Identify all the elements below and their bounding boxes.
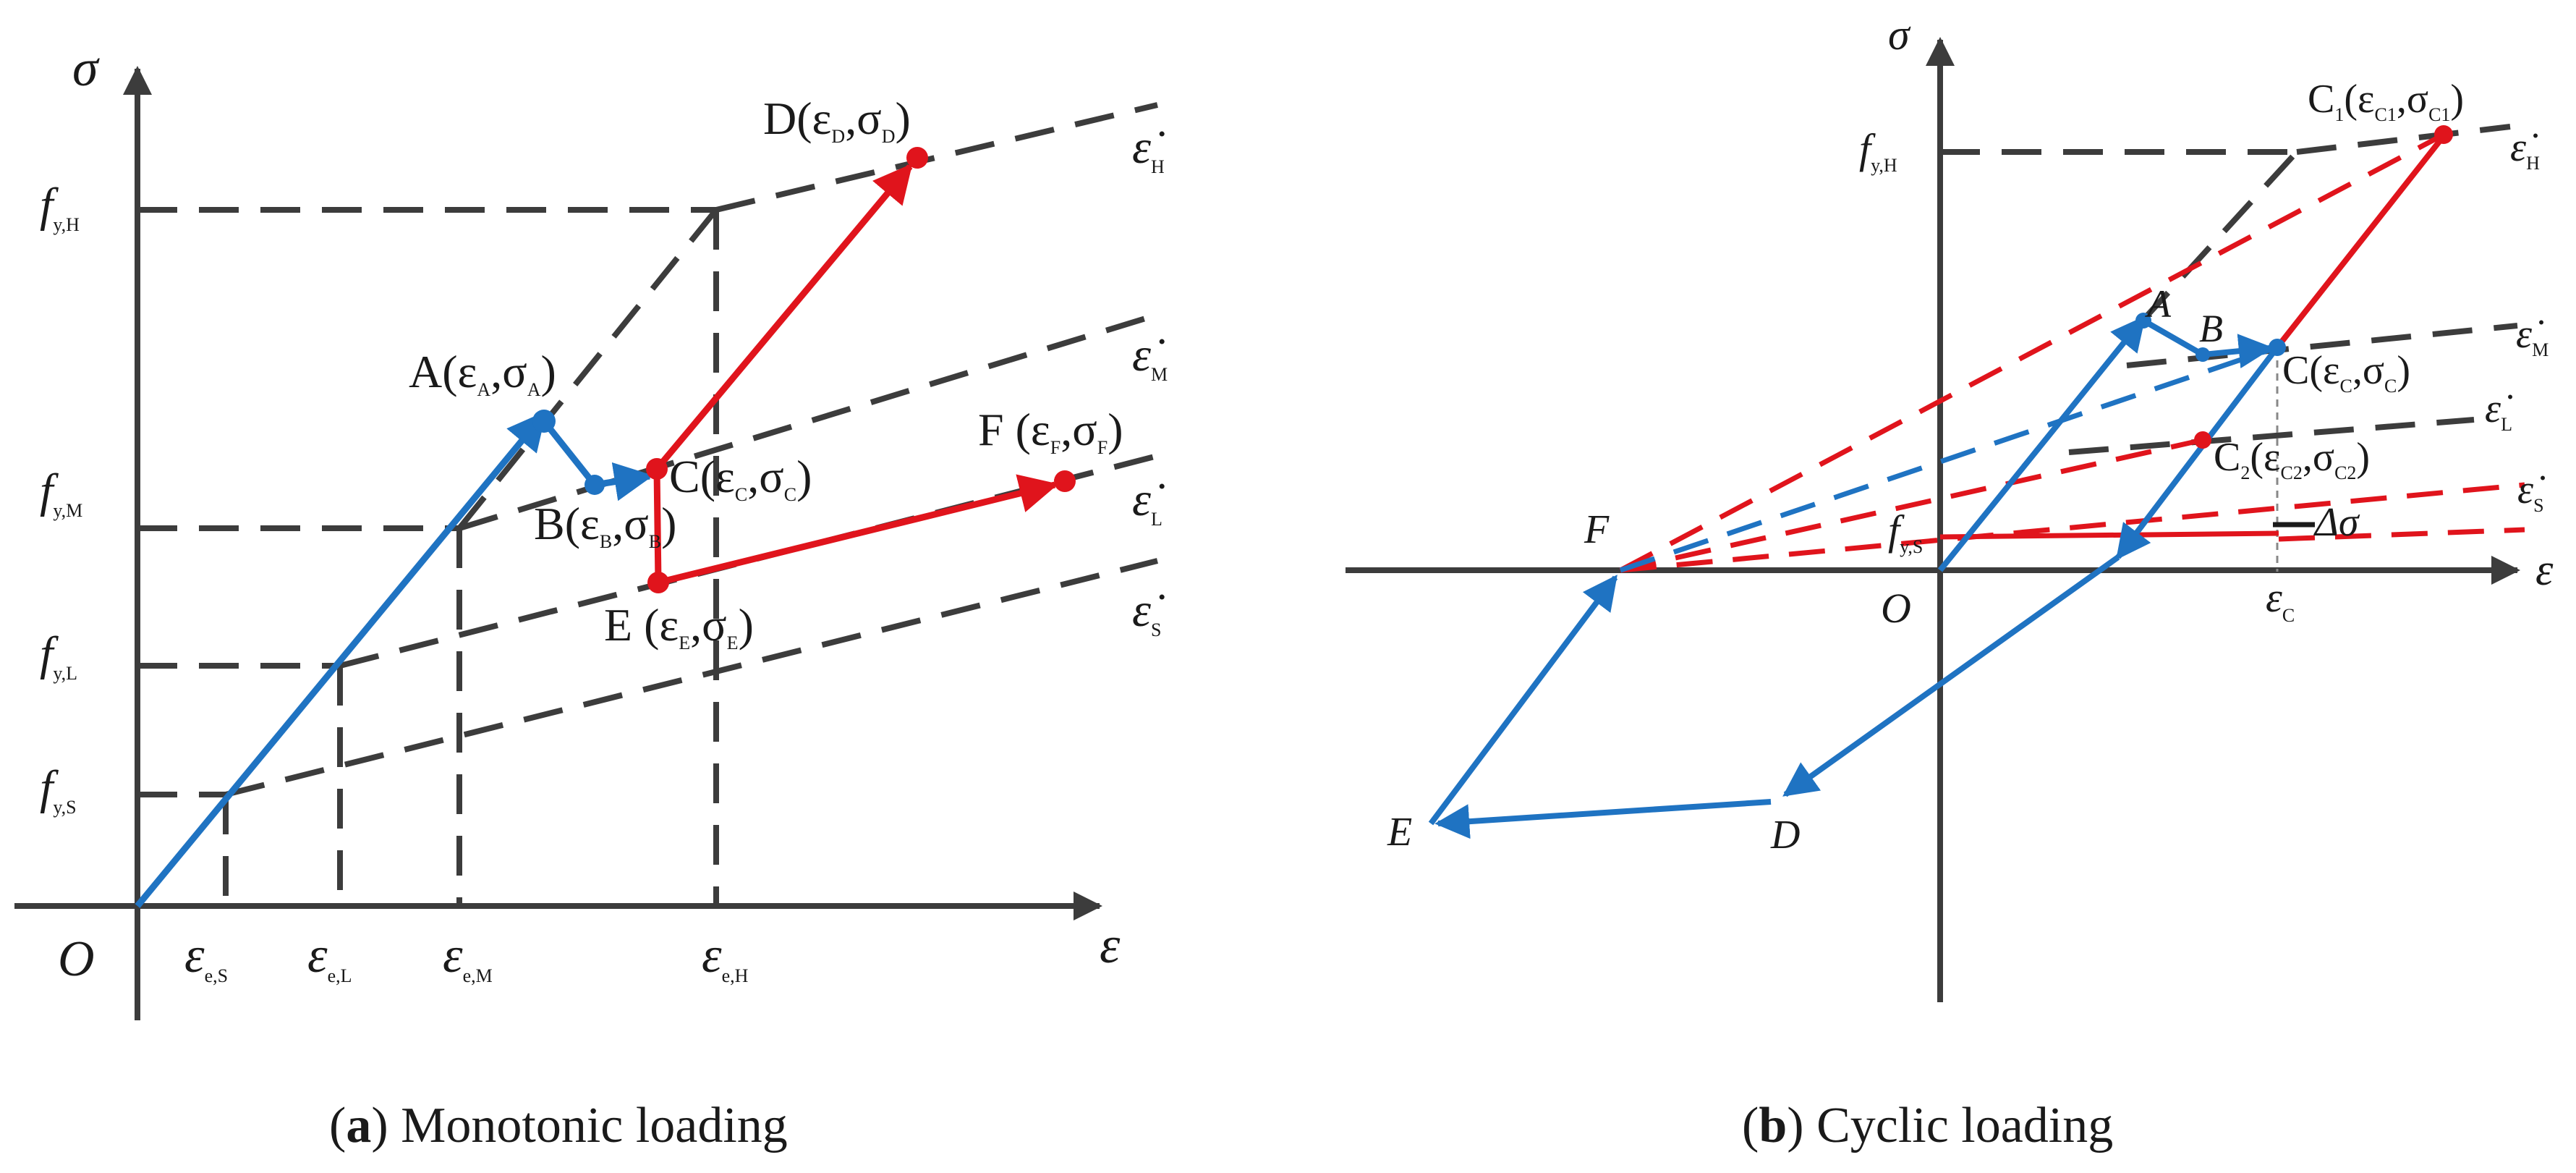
rate-b-L <box>2068 417 2475 455</box>
b-point-C1-marker <box>2434 125 2453 144</box>
panel-a-sigma-label: σ <box>72 39 100 97</box>
path-C-D <box>654 163 913 471</box>
point-F-marker <box>1054 470 1076 492</box>
rate-S-label: ε̇S <box>1132 584 1165 640</box>
b-path-B-C <box>2202 334 2274 369</box>
blue-dash-F-C <box>1619 344 2279 573</box>
fyM-label: fy,M <box>40 465 82 521</box>
point-D-marker <box>906 147 928 169</box>
b-point-A-label: A <box>2145 282 2172 326</box>
b-point-F-label: F <box>1584 507 1610 552</box>
panel-a-dashed-guides <box>137 102 1159 905</box>
panel-a-eps-label: ε <box>1100 916 1121 974</box>
rate-line-S <box>225 558 1158 797</box>
b-point-C-label: C(εC,σC) <box>2282 348 2410 397</box>
panel-a-blue-path <box>135 410 654 908</box>
b-path-D-E <box>1434 799 1772 839</box>
fyH-label: fy,H <box>40 179 80 235</box>
b-rate-H-label: ε̇H <box>2510 125 2540 174</box>
point-D-label: D(εD,σD) <box>763 93 911 147</box>
caption-a: (a) Monotonic loading <box>329 1098 788 1153</box>
b-point-C1-label: C1(εC1,σC1) <box>2308 77 2464 125</box>
rate-b-M <box>2126 323 2518 368</box>
rate-H-label: ε̇H <box>1132 121 1165 177</box>
panel-b-eps-label: ε <box>2535 546 2554 595</box>
rate-L-label: ε̇L <box>1132 473 1165 530</box>
red-dash-F-C1 <box>1619 131 2447 573</box>
rate-b-H <box>2296 124 2511 155</box>
b-point-A-marker <box>2135 313 2151 329</box>
b-point-D-label: D <box>1770 813 1800 857</box>
b-path-C-unload <box>2115 345 2280 560</box>
b-point-C-marker <box>2269 339 2286 356</box>
point-A-label: A(εA,σA) <box>409 346 556 400</box>
b-epsC-label: εC <box>2266 574 2295 626</box>
panel-a-red-path <box>653 163 1059 586</box>
point-E-marker <box>647 572 669 593</box>
point-F-label: F (εF,σF) <box>978 404 1123 458</box>
panel-b-sigma-label: σ <box>1888 11 1911 59</box>
point-C-marker <box>646 458 668 480</box>
elastic-b-dashed <box>2139 150 2299 324</box>
point-B-marker <box>585 475 605 495</box>
b-path-to-D <box>1782 554 2120 797</box>
panel-b-gray-dashed <box>1940 124 2518 455</box>
epsH-label: εe,H <box>702 928 749 986</box>
rate-line-H <box>715 102 1158 213</box>
elastic-dashed-extension <box>456 208 719 530</box>
b-path-O-A <box>1937 316 2146 572</box>
b-fyH-label: fy,H <box>1859 125 1897 176</box>
caption-b: (b) Cyclic loading <box>1742 1098 2113 1153</box>
red-dash-F-C2 <box>1620 437 2203 573</box>
b-point-C2-marker <box>2194 431 2211 449</box>
red-dash-S-lower <box>2278 527 2525 542</box>
fyS-label: fy,S <box>40 761 77 818</box>
delta-sigma-label: Δσ <box>2313 500 2360 545</box>
b-path-C-C1 <box>2274 134 2447 350</box>
path-O-A <box>135 410 547 908</box>
b-point-C2-label: C2(εC2,σC2) <box>2214 435 2370 483</box>
b-rate-L-label: ε̇L <box>2485 386 2512 435</box>
epsM-label: εe,M <box>443 928 493 986</box>
point-C-label: C(εC,σC) <box>669 451 812 505</box>
b-fyS-label: fy,S <box>1888 507 1923 557</box>
panel-b-origin-label: O <box>1881 585 1911 632</box>
point-E-label: E (εE,σE) <box>604 599 754 653</box>
panel-b-blue-path <box>1428 316 2280 839</box>
b-point-E-label: E <box>1387 810 1412 855</box>
path-C-E <box>653 468 662 583</box>
red-fyS-step <box>1939 530 2279 540</box>
red-dash-F-S <box>1620 482 2525 573</box>
panel-a-origin-label: O <box>58 931 95 987</box>
b-point-B-marker <box>2195 347 2210 362</box>
panel-a: σ ε O fy,H fy,M fy,L fy,S εe,S εe,L εe,M… <box>14 39 1168 1153</box>
b-path-E-F <box>1428 575 1618 826</box>
path-E-F <box>657 474 1059 586</box>
rate-M-label: ε̇M <box>1132 329 1168 385</box>
point-B-label: B(εB,σB) <box>534 498 676 552</box>
b-rate-S-label: ε̇S <box>2517 467 2545 516</box>
path-A-B <box>541 419 598 487</box>
b-point-B-label: B <box>2199 307 2223 350</box>
b-rate-M-label: ε̇M <box>2516 312 2549 360</box>
epsL-label: εe,L <box>307 928 352 986</box>
fyL-label: fy,L <box>40 627 77 684</box>
b-path-A-B <box>2142 318 2204 357</box>
panel-b-red-dashed <box>1619 131 2525 573</box>
epsS-label: εe,S <box>184 928 228 986</box>
point-A-marker <box>532 410 556 433</box>
panel-b: σ ε O fy,H fy,S εC ε̇H ε̇M ε̇L ε̇S A B D… <box>1346 11 2554 1153</box>
